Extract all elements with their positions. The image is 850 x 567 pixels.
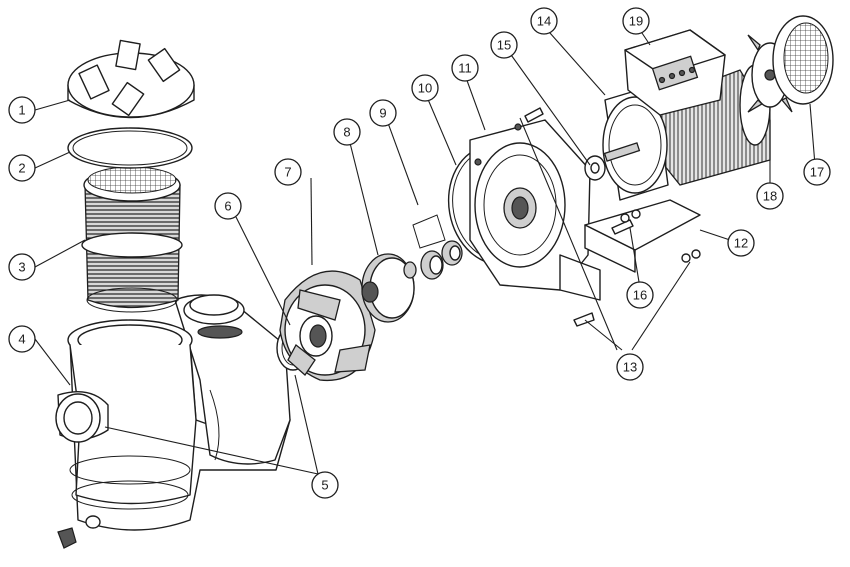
- callout-5: 5: [311, 471, 339, 499]
- callout-label: 14: [537, 14, 551, 29]
- motor-support-part: [584, 199, 701, 273]
- callout-15: 15: [490, 31, 518, 59]
- callout-3: 3: [8, 253, 36, 281]
- callout-1: 1: [8, 96, 36, 124]
- callout-label: 5: [321, 478, 328, 493]
- leader-lines: [34, 23, 816, 475]
- callout-6: 6: [214, 192, 242, 220]
- callout-8: 8: [333, 118, 361, 146]
- callout-16: 16: [626, 281, 654, 309]
- callout-label: 1: [18, 103, 25, 118]
- callout-11: 11: [451, 54, 479, 82]
- callout-9: 9: [369, 99, 397, 127]
- callout-label: 19: [629, 14, 643, 29]
- callout-7: 7: [274, 158, 302, 186]
- terminal-box-part: [624, 29, 726, 116]
- strainer-basket-part: [81, 166, 183, 313]
- callout-17: 17: [803, 158, 831, 186]
- callout-4: 4: [8, 325, 36, 353]
- shaft-washer-part: [584, 155, 606, 181]
- callout-14: 14: [530, 7, 558, 35]
- callout-19: 19: [622, 7, 650, 35]
- callout-label: 16: [633, 288, 647, 303]
- seal-plate-part: [469, 119, 601, 301]
- callout-label: 4: [18, 332, 25, 347]
- fan-cover-part: [772, 15, 834, 105]
- callout-label: 12: [734, 236, 748, 251]
- callout-label: 10: [418, 81, 432, 96]
- callout-label: 8: [343, 125, 350, 140]
- callout-label: 18: [763, 189, 777, 204]
- callout-18: 18: [756, 182, 784, 210]
- callout-12: 12: [727, 229, 755, 257]
- bolt-set-part: [524, 107, 701, 327]
- mechanical-seal-part: [412, 214, 463, 280]
- callout-label: 15: [497, 38, 511, 53]
- callout-2: 2: [8, 154, 36, 182]
- callout-label: 13: [623, 360, 637, 375]
- callout-label: 7: [284, 165, 291, 180]
- diffuser-part: [279, 270, 376, 382]
- callout-13: 13: [616, 353, 644, 381]
- callout-label: 17: [810, 165, 824, 180]
- pump-housing-part: [55, 294, 291, 549]
- callout-label: 6: [224, 199, 231, 214]
- callout-label: 3: [18, 260, 25, 275]
- lid-o-ring-part: [67, 127, 193, 169]
- callout-label: 9: [379, 106, 386, 121]
- callout-10: 10: [411, 74, 439, 102]
- callout-label: 2: [18, 161, 25, 176]
- impeller-part: [361, 253, 417, 323]
- callout-label: 11: [458, 61, 472, 76]
- pump-lid-part: [67, 39, 195, 119]
